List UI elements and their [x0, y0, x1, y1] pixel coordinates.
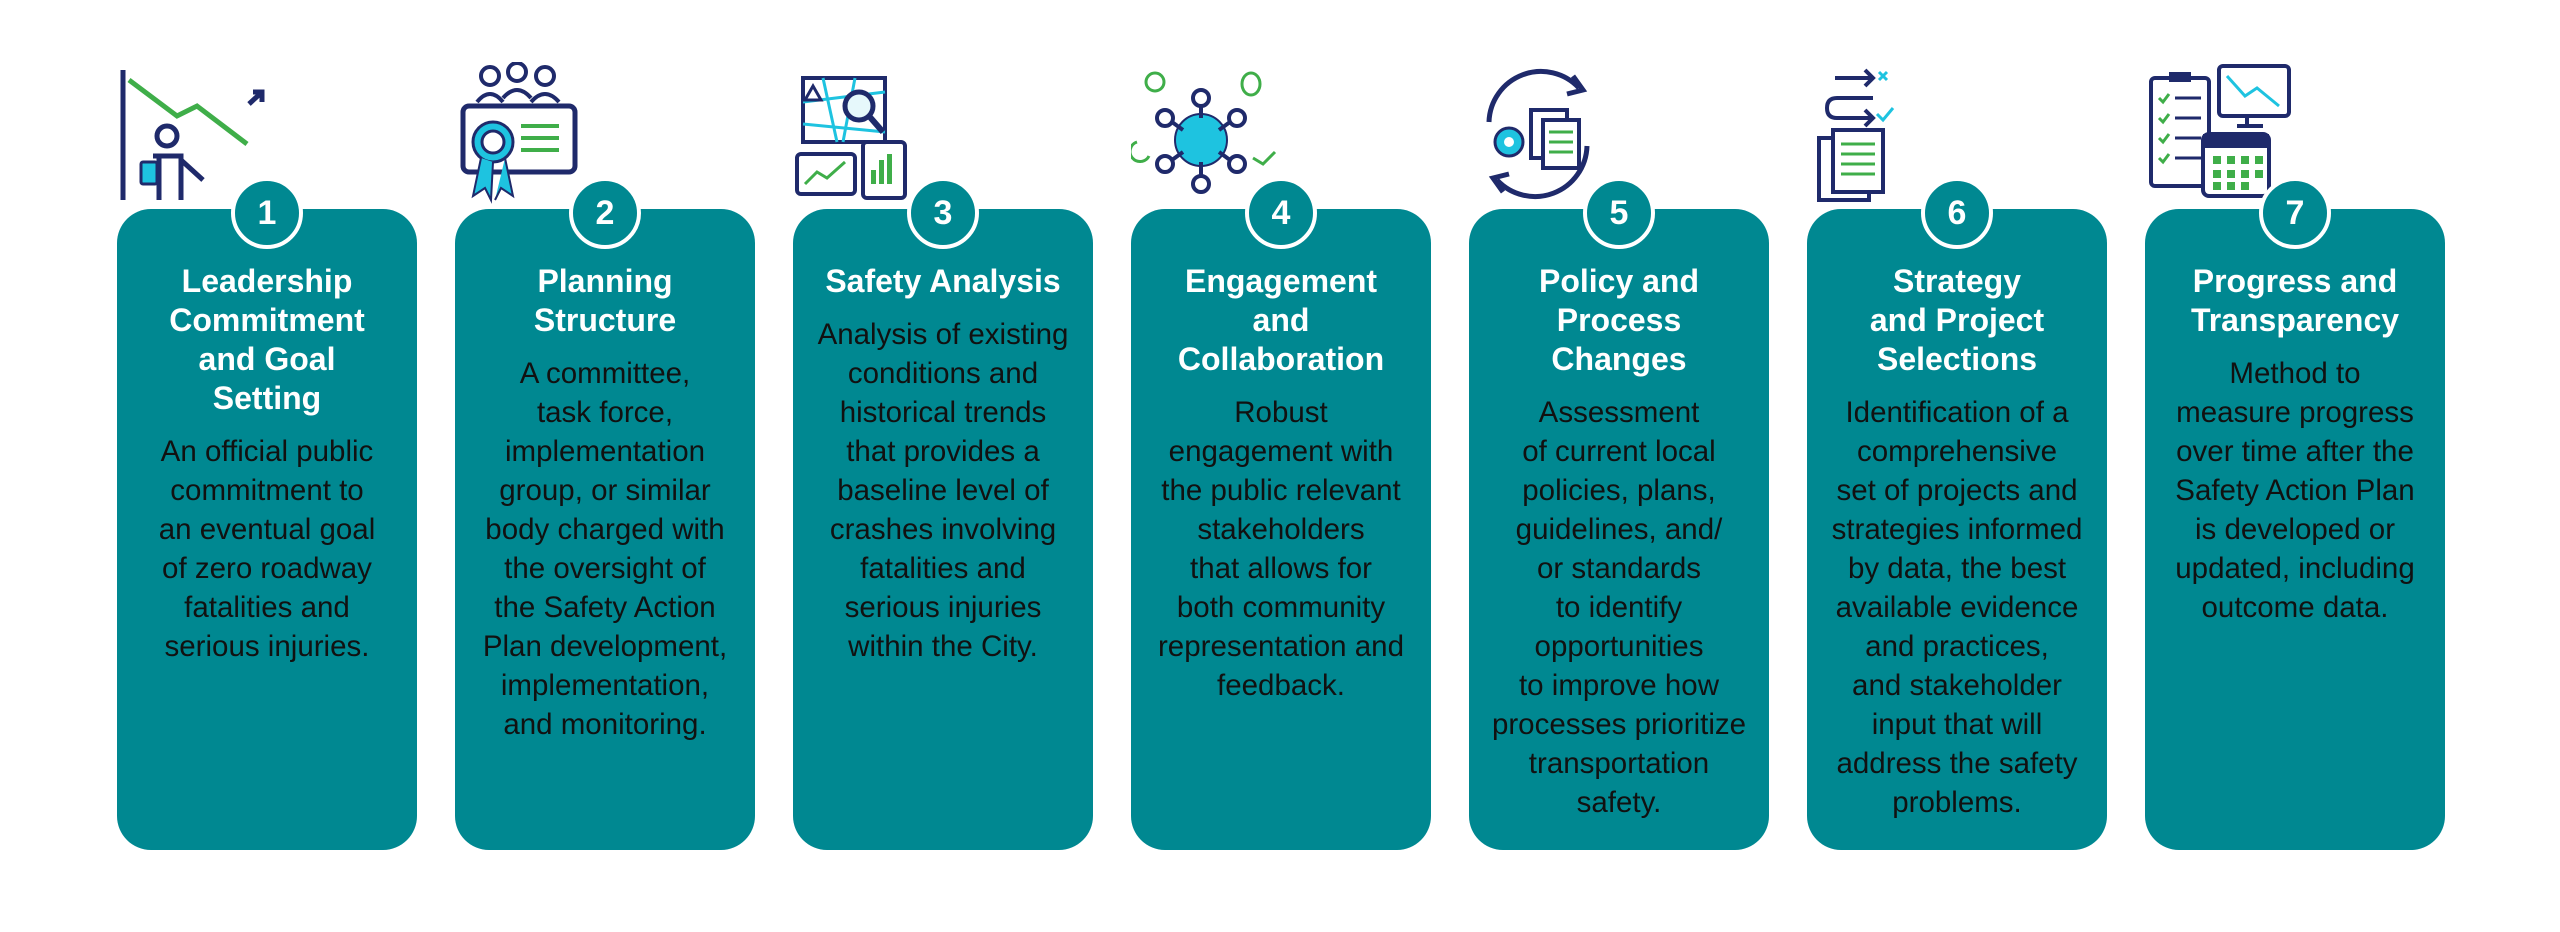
- step-number-badge: 3: [907, 177, 979, 249]
- strategy-flow-icon: [1807, 62, 1957, 207]
- step-number-badge: 1: [231, 177, 303, 249]
- committee-certificate-icon: [455, 62, 605, 207]
- process-cycle-icon: [1469, 62, 1619, 207]
- step-number-badge: 4: [1245, 177, 1317, 249]
- step-title: Progress and Transparency: [2190, 263, 2400, 338]
- step-title: Policy and Process Changes: [1538, 263, 1700, 377]
- step-card: [793, 209, 1093, 850]
- step-card: [1469, 209, 1769, 850]
- step-title: Strategy and Project Selections: [1869, 263, 2045, 377]
- step-card: [2145, 209, 2445, 850]
- step-4: 4 Engagement and Collaboration Robust en…: [1131, 0, 1431, 932]
- step-title: Planning Structure: [533, 263, 677, 338]
- step-card: [1131, 209, 1431, 850]
- step-number-badge: 6: [1921, 177, 1993, 249]
- step-title: Engagement and Collaboration: [1177, 263, 1385, 377]
- step-description: Analysis of existing conditions and hist…: [817, 318, 1069, 663]
- step-number-badge: 7: [2259, 177, 2331, 249]
- step-description: An official public commitment to an even…: [158, 435, 376, 663]
- step-5: 5 Policy and Process Changes Assessment …: [1469, 0, 1769, 932]
- step-6: 6 Strategy and Project Selections Identi…: [1807, 0, 2107, 932]
- step-number-badge: 5: [1583, 177, 1655, 249]
- step-description: A committee, task force, implementation …: [482, 357, 728, 741]
- step-title: Safety Analysis: [825, 263, 1061, 299]
- step-description: Robust engagement with the public releva…: [1157, 396, 1404, 702]
- presentation-chart-icon: [117, 62, 267, 207]
- step-description: Assessment of current local policies, pl…: [1491, 396, 1747, 819]
- map-analysis-icon: [793, 62, 943, 207]
- step-card: [1807, 209, 2107, 850]
- step-3: 3 Safety Analysis Analysis of existing c…: [793, 0, 1093, 932]
- step-card: [117, 209, 417, 850]
- step-7: 7 Progress and Transparency Method to me…: [2145, 0, 2445, 932]
- step-card: [455, 209, 755, 850]
- step-2: 2 Planning Structure A committee, task f…: [455, 0, 755, 932]
- step-1: 1 Leadership Commitment and Goal Setting…: [117, 0, 417, 932]
- step-title: Leadership Commitment and Goal Setting: [169, 263, 365, 416]
- collaboration-network-icon: [1131, 62, 1281, 207]
- step-number-badge: 2: [569, 177, 641, 249]
- step-description: Method to measure progress over time aft…: [2175, 357, 2415, 624]
- progress-checklist-icon: [2145, 62, 2295, 207]
- step-description: Identification of a comprehensive set of…: [1831, 396, 2083, 819]
